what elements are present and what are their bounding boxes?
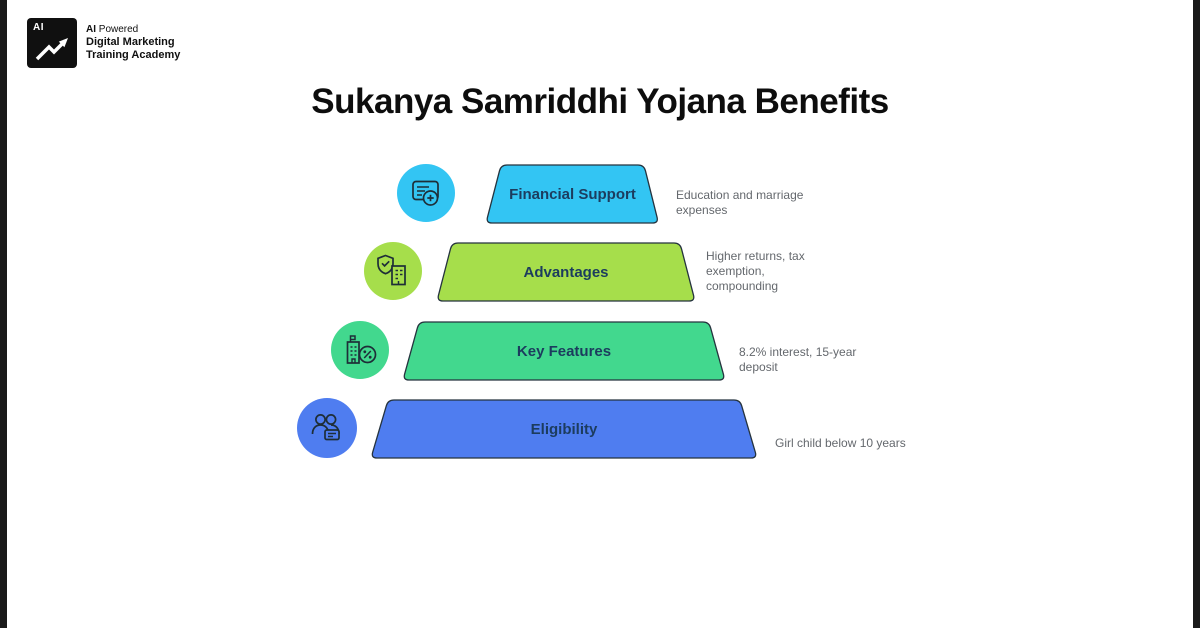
people-id-card-icon <box>297 398 357 458</box>
left-edge-bar <box>0 0 7 628</box>
pyramid-level-2-description: Higher returns, tax exemption, compoundi… <box>706 249 805 293</box>
card-plus-icon <box>397 164 455 222</box>
pyramid-level-3-description: 8.2% interest, 15-year deposit <box>739 345 857 374</box>
pyramid-level-4-label: Eligibility <box>530 420 598 438</box>
logo-text: AI Powered Digital Marketing Training Ac… <box>86 24 180 62</box>
pyramid-level-2-label: Advantages <box>523 263 609 281</box>
logo-line-3: Training Academy <box>86 49 181 61</box>
trending-arrow-icon <box>35 38 68 61</box>
pyramid-level-4-shape <box>371 399 757 459</box>
logo-badge: AI <box>27 18 77 68</box>
shield-check-building-icon <box>364 242 422 300</box>
logo-line-1-bold: AI <box>86 24 96 35</box>
brand-logo: AI AI Powered Digital Marketing Training… <box>27 18 180 68</box>
logo-ai-text: AI <box>33 22 44 33</box>
pyramid-level-4-description: Girl child below 10 years <box>775 436 906 450</box>
pyramid-level-3-shape <box>403 321 725 381</box>
pyramid-level-3-label: Key Features <box>516 342 612 360</box>
right-edge-bar <box>1193 0 1200 628</box>
logo-line-2: Digital Marketing <box>86 36 175 48</box>
pyramid-level-1-label: Financial Support <box>509 185 636 203</box>
pyramid-level-1-description: Education and marriage expenses <box>676 188 804 217</box>
pyramid-level-1-shape <box>486 164 658 224</box>
pyramid-level-2-shape <box>437 242 695 302</box>
logo-line-1: AI Powered <box>86 24 180 36</box>
page-title: Sukanya Samriddhi Yojana Benefits <box>311 82 889 121</box>
building-percent-icon <box>331 321 389 379</box>
logo-line-1-rest: Powered <box>96 24 139 35</box>
